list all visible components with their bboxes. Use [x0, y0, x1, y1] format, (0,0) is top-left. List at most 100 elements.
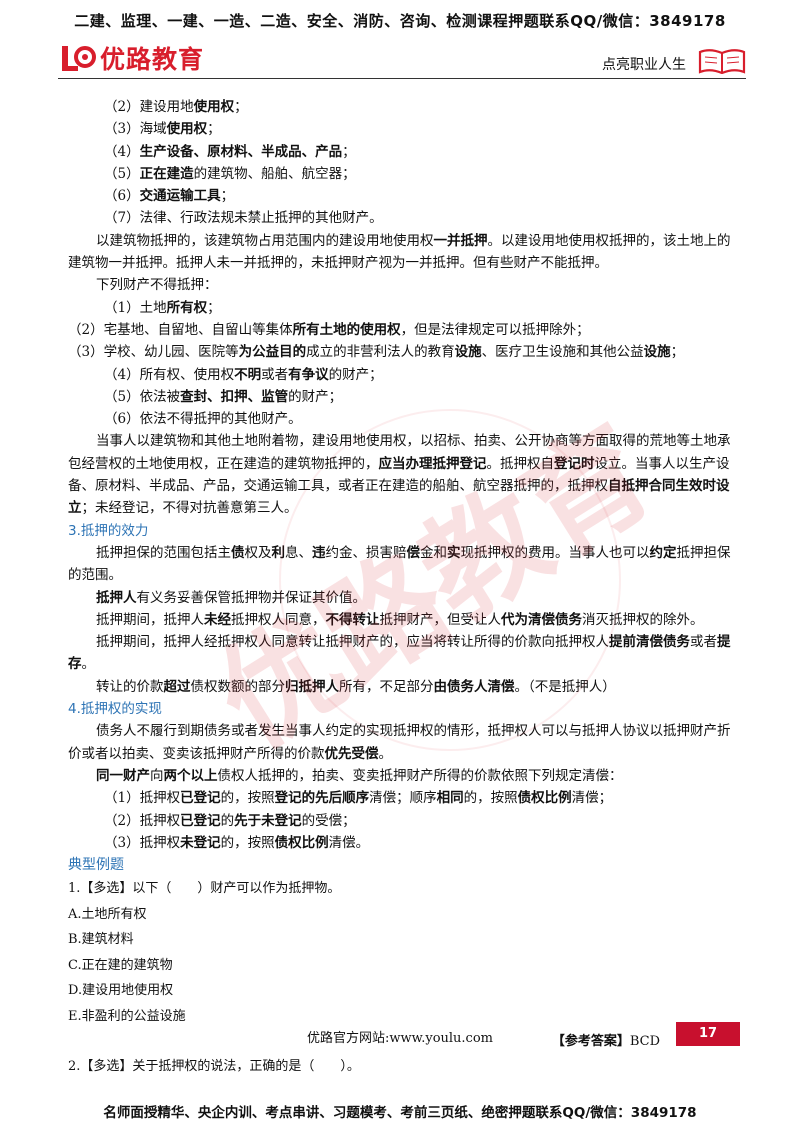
question-1: 1.【多选】以下（ ）财产可以作为抵押物。 A.土地所有权 B.建筑材料 C.正… — [68, 876, 740, 1054]
bold-text: 约定 — [649, 544, 677, 561]
text-run: 有义务妥善保管抵押物并保证其价值。 — [136, 589, 367, 606]
text-run: （7）法律、行政法规未禁止抵押的其他财产。 — [104, 210, 383, 227]
text-run: （4） — [104, 143, 140, 160]
bold-text: 设施 — [454, 344, 482, 361]
body-line: （3）学校、幼儿园、医院等为公益目的成立的非营利法人的教育设施、医疗卫生设施和其… — [68, 341, 740, 363]
body-line: （3）海域使用权； — [68, 118, 740, 140]
text-run: 。 — [378, 745, 393, 762]
body-line: 4.抵押权的实现 — [68, 698, 740, 720]
body-line: 同一财产向两个以上债权人抵押的，拍卖、变卖抵押财产所得的价款依照下列规定清偿： — [68, 765, 740, 787]
bold-text: 代为清偿债务 — [501, 611, 582, 628]
text-run: 的财产； — [328, 366, 383, 383]
text-run: 抵押期间，抵押人 — [96, 611, 204, 628]
text-run: 。抵押权自 — [486, 455, 555, 472]
answer-label: 【参考答案】 — [551, 1034, 630, 1050]
text-run: 抵押财产，但受让人 — [379, 611, 502, 628]
bold-text: 设施 — [643, 344, 671, 361]
option-d: D.建设用地使用权 — [68, 983, 174, 999]
bold-text: 先于未登记 — [234, 812, 302, 829]
text-run: （5）依法被 — [104, 388, 181, 405]
text-run: 债权人抵押的，拍卖、变卖抵押财产所得的价款依照下列规定清偿： — [217, 767, 623, 784]
bold-text: 提前清偿债务 — [609, 634, 690, 651]
body-line: （6）依法不得抵押的其他财产。 — [68, 408, 740, 430]
text-run: 以建筑物抵押的，该建筑物占用范围内的建设用地使用权 — [96, 232, 434, 249]
text-run: 金和 — [420, 544, 447, 561]
text-run: 4.抵押权的实现 — [68, 701, 162, 718]
bold-text: 查封、扣押、监管 — [180, 388, 289, 405]
text-run: 、医疗卫生设施和其他公益 — [481, 344, 644, 361]
body-line: （1）抵押权已登记的，按照登记的先后顺序清偿；顺序相同的，按照债权比例清偿； — [68, 787, 740, 809]
text-run: 的，按照 — [220, 834, 275, 851]
bold-text: 使用权 — [193, 99, 235, 115]
bold-text: 有争议 — [288, 366, 329, 383]
bold-text: 登记时 — [554, 455, 595, 472]
bold-text: 自抵押合同生效时设立 — [68, 478, 730, 517]
text-run: 所有，不足部分 — [339, 678, 434, 695]
text-run: （2）建设用地 — [104, 99, 194, 115]
text-run: 或者 — [690, 634, 717, 651]
text-run: 约金、损害赔 — [325, 544, 407, 561]
bold-text: 所有土地的使用权 — [292, 321, 401, 338]
body-line: 3.抵押的效力 — [68, 520, 740, 542]
bold-text: 使用权 — [166, 121, 208, 138]
text-run: 抵押期间，抵押人经抵押权人同意转让抵押财产的，应当将转让所得的价款向抵押权人 — [96, 634, 609, 651]
body-line: 抵押人有义务妥善保管抵押物并保证其价值。 — [68, 587, 740, 609]
bold-text: 生产设备、原材料、半成品、产品 — [139, 143, 343, 160]
bold-text: 相同 — [436, 790, 464, 807]
body-line: （1）土地所有权； — [68, 297, 740, 319]
text-run: 。以建设用地使用权抵押的，该土地上的建筑物一并抵押。抵押人未一并抵押的，未抵押财… — [68, 232, 731, 272]
page-header: 优路教育 点亮职业人生 — [58, 40, 746, 80]
text-run: （3）学校、幼儿园、医院等 — [68, 344, 239, 361]
bold-text: 不明 — [234, 366, 262, 383]
bold-text: 应当办理抵押登记 — [378, 455, 487, 472]
text-run: 清偿； — [571, 790, 613, 807]
body-line: （4）所有权、使用权不明或者有争议的财产； — [68, 364, 740, 386]
body-line: 以建筑物抵押的，该建筑物占用范围内的建设用地使用权一并抵押。以建设用地使用权抵押… — [68, 230, 740, 275]
body-line: 抵押担保的范围包括主债权及利息、违约金、损害赔偿金和实现抵押权的费用。当事人也可… — [68, 542, 740, 587]
bold-text: 未登记 — [180, 834, 221, 851]
text-run: （6）依法不得抵押的其他财产。 — [104, 411, 302, 428]
bold-text: 利 — [271, 544, 286, 561]
bottom-banner: 名师面授精华、央企内训、考点串讲、习题模考、考前三页纸、绝密押题联系QQ/微信：… — [103, 1105, 697, 1121]
answer-value: BCD — [629, 1034, 660, 1050]
body-paragraphs: （2）建设用地使用权；（3）海域使用权；（4）生产设备、原材料、半成品、产品；（… — [68, 96, 740, 854]
text-run: 。（不是抵押人） — [514, 678, 616, 695]
text-run: 转让的价款 — [96, 678, 164, 695]
page-body: （2）建设用地使用权；（3）海域使用权；（4）生产设备、原材料、半成品、产品；（… — [68, 96, 740, 1080]
body-line: 抵押期间，抵押人经抵押权人同意转让抵押财产的，应当将转让所得的价款向抵押权人提前… — [68, 631, 740, 676]
text-run: 3.抵押的效力 — [68, 522, 149, 539]
bold-text: 登记的先后顺序 — [274, 790, 370, 807]
option-a: A.土地所有权 — [68, 906, 147, 922]
text-run: （2）宅基地、自留地、自留山等集体 — [68, 321, 293, 338]
body-line: 下列财产不得抵押： — [68, 274, 740, 296]
open-book-icon — [698, 49, 746, 74]
bold-text: 已登记 — [180, 790, 221, 807]
text-run: 债务人不履行到期债务或者发生当事人约定的实现抵押权的情形，抵押权人可以与抵押人协… — [68, 723, 731, 762]
text-run: ；未经登记，不得对抗善意第三人。 — [81, 500, 298, 517]
text-run: ，但是法律规定可以抵押除外； — [400, 321, 590, 338]
text-run: ； — [207, 121, 221, 138]
text-run: （1）土地 — [104, 299, 167, 316]
header-divider — [58, 78, 746, 79]
text-run: 权及 — [244, 544, 272, 561]
text-run: 的受偿； — [301, 812, 356, 829]
text-run: 设立。当事人以生产设备、原材料、半成品、产品，交通运输工具，或者正在建造的船舶、… — [68, 455, 730, 495]
option-c: C.正在建的建筑物 — [68, 957, 173, 973]
text-run: 的，按照 — [220, 790, 275, 807]
option-b: B.建筑材料 — [68, 932, 134, 948]
bold-text: 不得转让 — [325, 611, 380, 628]
footer-website: 优路官方网站:www.youlu.com — [307, 1031, 493, 1046]
body-line: 转让的价款超过债权数额的部分归抵押人所有，不足部分由债务人清偿。（不是抵押人） — [68, 676, 740, 698]
text-run: 当事人以建筑物和其他土地附着物，建设用地使用权，以招标、拍卖、公开协商等方面取得… — [68, 433, 731, 472]
logo-mark-icon — [62, 46, 96, 71]
text-run: （2）抵押权 — [104, 812, 181, 829]
bold-text: 交通运输工具 — [139, 188, 221, 205]
top-banner: 二建、监理、一建、一造、二造、安全、消防、咨询、检测课程押题联系QQ/微信：38… — [74, 12, 726, 30]
text-run: 下列财产不得抵押： — [96, 277, 218, 294]
text-run: ； — [220, 188, 235, 205]
bold-text: 为公益目的 — [238, 344, 307, 361]
bold-text: 归抵押人 — [285, 678, 339, 695]
body-line: （6）交通运输工具； — [68, 185, 740, 207]
option-e: E.非盈利的公益设施 — [68, 1008, 186, 1024]
text-run: 的财产； — [288, 388, 343, 405]
